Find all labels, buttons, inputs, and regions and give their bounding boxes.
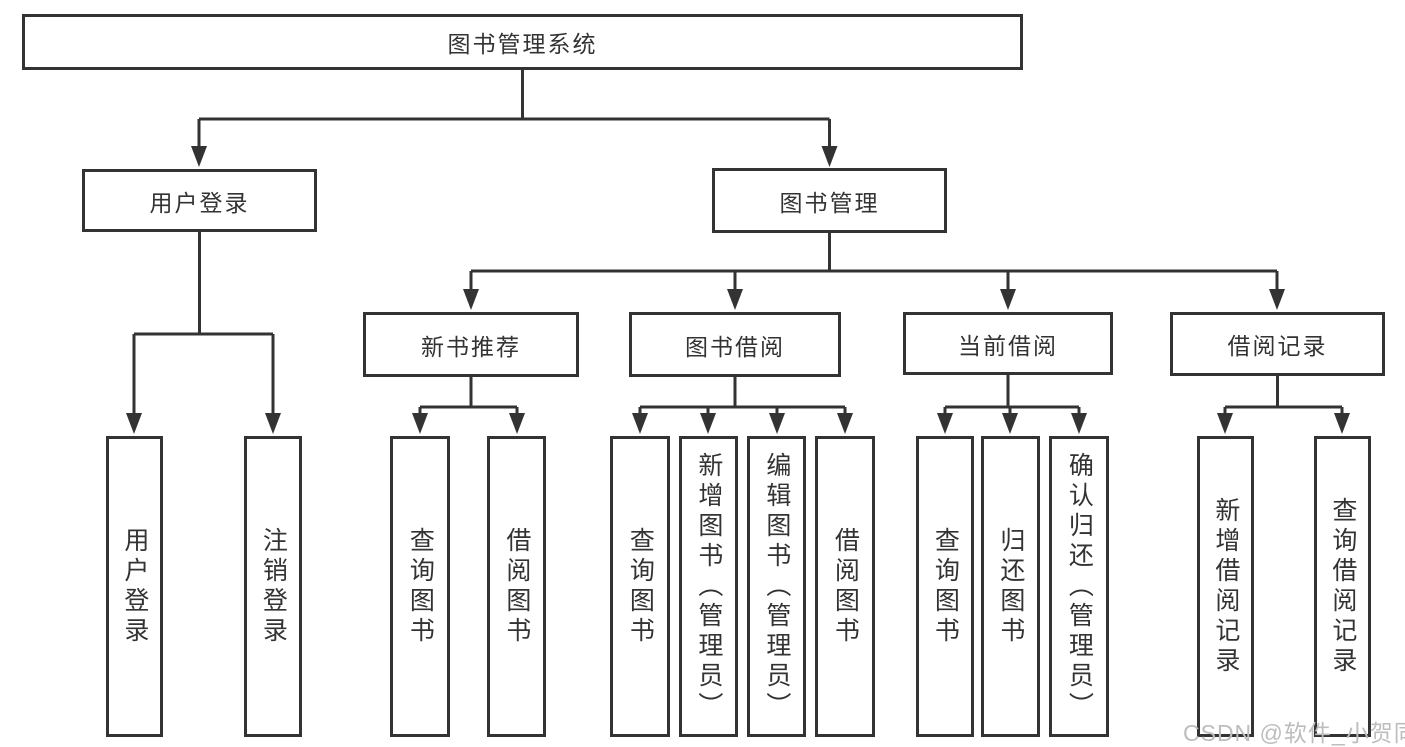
connector-lines bbox=[132, 70, 1344, 415]
node-new-book-recommend-label: 新书推荐 bbox=[421, 333, 521, 360]
arrowhead bbox=[937, 413, 953, 434]
leaf-logout: 注销登录 bbox=[244, 436, 302, 737]
node-book-management: 图书管理 bbox=[712, 168, 947, 233]
node-root-label: 图书管理系统 bbox=[447, 31, 598, 57]
node-new-book-recommend: 新书推荐 bbox=[363, 312, 579, 377]
arrowhead bbox=[126, 413, 142, 434]
arrowhead bbox=[769, 413, 785, 434]
leaf-borrow-book-recommend: 借阅图书 bbox=[487, 436, 546, 737]
watermark: CSDN @软件_小贺同学 bbox=[1183, 720, 1405, 746]
leaf-query-book-borrow-label: 查询图书 bbox=[626, 526, 655, 647]
node-borrow-record-label: 借阅记录 bbox=[1227, 333, 1328, 359]
leaf-edit-book-admin-label: 编辑图书（管理员） bbox=[762, 451, 791, 722]
leaf-query-borrow-record: 查询借阅记录 bbox=[1314, 436, 1371, 737]
node-user-login-label: 用户登录 bbox=[149, 189, 250, 216]
arrowhead bbox=[191, 146, 207, 167]
connector-borrow-record bbox=[1223, 376, 1344, 415]
connector-book-borrow bbox=[638, 377, 847, 415]
leaf-add-book-admin: 新增图书（管理员） bbox=[679, 436, 738, 737]
leaf-user-login: 用户登录 bbox=[106, 436, 163, 737]
arrowhead bbox=[837, 413, 853, 434]
leaf-borrow-book: 借阅图书 bbox=[815, 436, 875, 737]
node-root: 图书管理系统 bbox=[22, 14, 1023, 70]
leaf-query-book-borrow: 查询图书 bbox=[610, 436, 670, 737]
node-book-borrow-label: 图书借阅 bbox=[685, 333, 785, 360]
leaf-confirm-return-admin-label: 确认归还（管理员） bbox=[1065, 451, 1094, 722]
connector-user-login bbox=[132, 232, 275, 415]
arrowheads-layer bbox=[126, 146, 1350, 434]
arrowhead bbox=[1071, 413, 1087, 434]
arrowhead bbox=[1334, 413, 1350, 434]
leaf-confirm-return-admin: 确认归还（管理员） bbox=[1049, 436, 1109, 737]
arrowhead bbox=[821, 146, 838, 167]
leaf-query-book-recommend-label: 查询图书 bbox=[406, 526, 435, 647]
arrowhead bbox=[700, 413, 716, 434]
node-book-management-label: 图书管理 bbox=[779, 189, 880, 216]
leaf-add-borrow-record: 新增借阅记录 bbox=[1197, 436, 1254, 737]
arrowhead bbox=[463, 289, 479, 310]
leaf-query-book-recommend: 查询图书 bbox=[390, 436, 450, 737]
leaf-return-book-label: 归还图书 bbox=[996, 526, 1025, 647]
node-book-borrow: 图书借阅 bbox=[629, 312, 841, 377]
arrowhead bbox=[1269, 289, 1285, 310]
arrowhead bbox=[509, 413, 525, 434]
leaf-user-login-label: 用户登录 bbox=[120, 526, 149, 647]
node-current-borrow-label: 当前借阅 bbox=[958, 332, 1058, 359]
node-user-login: 用户登录 bbox=[82, 169, 317, 232]
connector-current-borrow bbox=[943, 375, 1081, 415]
node-borrow-record: 借阅记录 bbox=[1170, 312, 1385, 376]
leaf-query-book-current-label: 查询图书 bbox=[931, 526, 960, 647]
arrowhead bbox=[412, 413, 428, 434]
leaf-borrow-book-label: 借阅图书 bbox=[831, 526, 860, 647]
leaf-add-book-admin-label: 新增图书（管理员） bbox=[694, 451, 723, 722]
arrowhead bbox=[727, 289, 743, 310]
connector-book-mgmt bbox=[469, 233, 1279, 291]
leaf-query-borrow-record-label: 查询借阅记录 bbox=[1328, 496, 1357, 677]
leaf-logout-label: 注销登录 bbox=[259, 526, 288, 647]
leaf-return-book: 归还图书 bbox=[981, 436, 1040, 737]
leaf-edit-book-admin: 编辑图书（管理员） bbox=[747, 436, 806, 737]
connector-root bbox=[197, 70, 831, 148]
arrowhead bbox=[1002, 413, 1018, 434]
arrowhead bbox=[265, 413, 281, 434]
leaf-borrow-book-recommend-label: 借阅图书 bbox=[502, 526, 531, 647]
leaf-query-book-current: 查询图书 bbox=[916, 436, 974, 737]
arrowhead bbox=[1217, 413, 1233, 434]
leaf-add-borrow-record-label: 新增借阅记录 bbox=[1211, 496, 1240, 677]
connector-new-book bbox=[418, 377, 519, 415]
node-current-borrow: 当前借阅 bbox=[903, 312, 1113, 375]
arrowhead bbox=[632, 413, 648, 434]
arrowhead bbox=[1000, 289, 1016, 310]
